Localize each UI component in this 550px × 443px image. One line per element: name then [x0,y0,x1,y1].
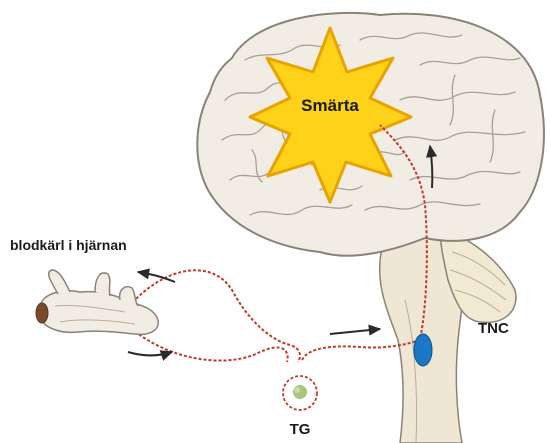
pain-label: Smärta [301,96,359,115]
tnc-nucleus [414,334,432,366]
blood-vessels [36,270,158,334]
tnc-label: TNC [478,320,509,337]
tg-ganglion [283,376,317,410]
vessels-label: blodkärl i hjärnan [10,237,127,253]
tg-label: TG [290,421,311,438]
arrow-right-lower [128,352,172,355]
arrow-to-tnc [330,329,380,334]
